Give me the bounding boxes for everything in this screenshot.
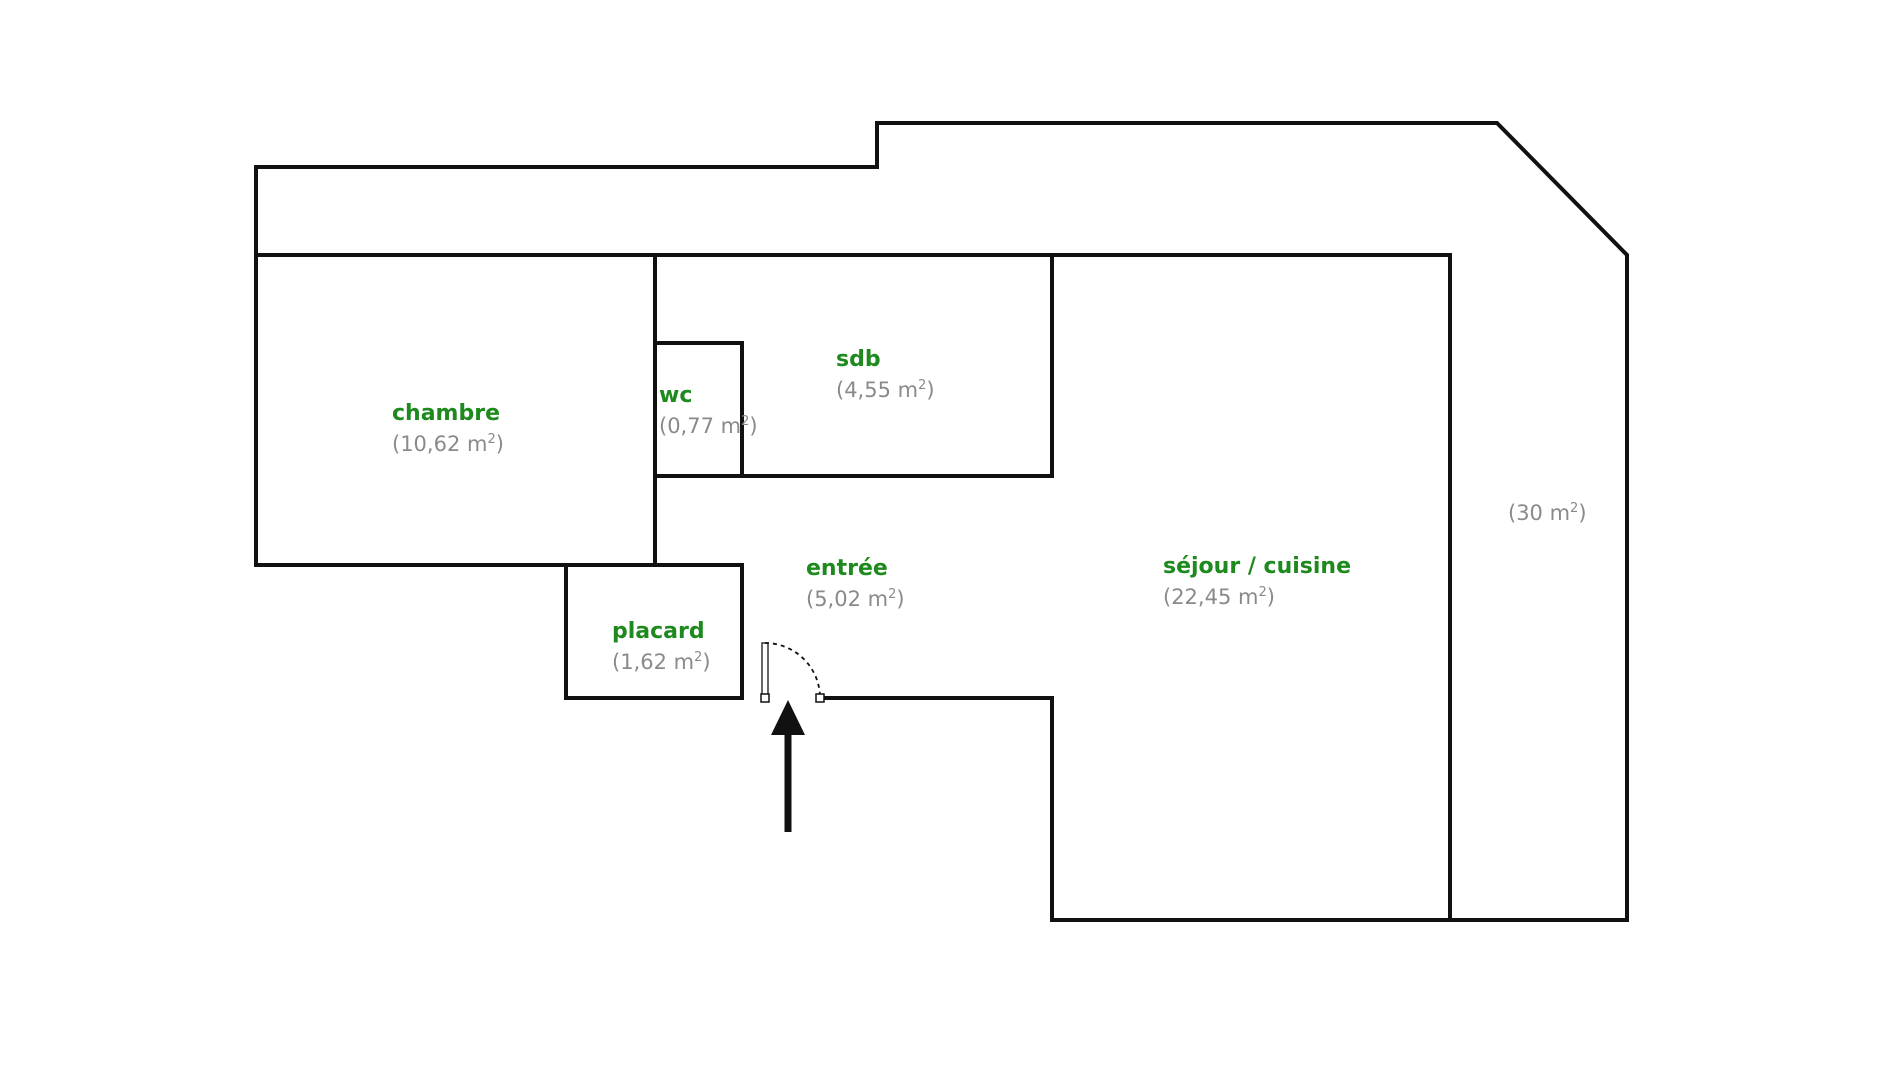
label-sejour-area: (22,45 m2) [1163, 585, 1275, 609]
label-sdb-name: sdb [836, 347, 881, 372]
wall-placard [564, 563, 744, 700]
arrow-up-icon [771, 700, 805, 832]
wall-entree [818, 696, 1452, 922]
door-swing-icon [760, 642, 825, 703]
label-sejour-name: séjour / cuisine [1163, 554, 1351, 579]
label-chambre-area: (10,62 m2) [392, 432, 504, 456]
wall-wc [653, 341, 744, 478]
label-sdb-area: (4,55 m2) [836, 378, 935, 402]
label-entree-area: (5,02 m2) [806, 587, 905, 611]
wall-chambre [254, 253, 657, 567]
label-wc-name: wc [659, 383, 692, 408]
label-chambre-name: chambre [392, 401, 500, 426]
outer-wall [254, 121, 1629, 922]
label-placard-area: (1,62 m2) [612, 650, 711, 674]
label-wc-area: (0,77 m2) [659, 414, 758, 438]
wall-sdb [653, 253, 1054, 478]
label-entree-name: entrée [806, 556, 888, 581]
label-placard-name: placard [612, 619, 705, 644]
label-terrasse-area: (30 m2) [1508, 501, 1587, 525]
